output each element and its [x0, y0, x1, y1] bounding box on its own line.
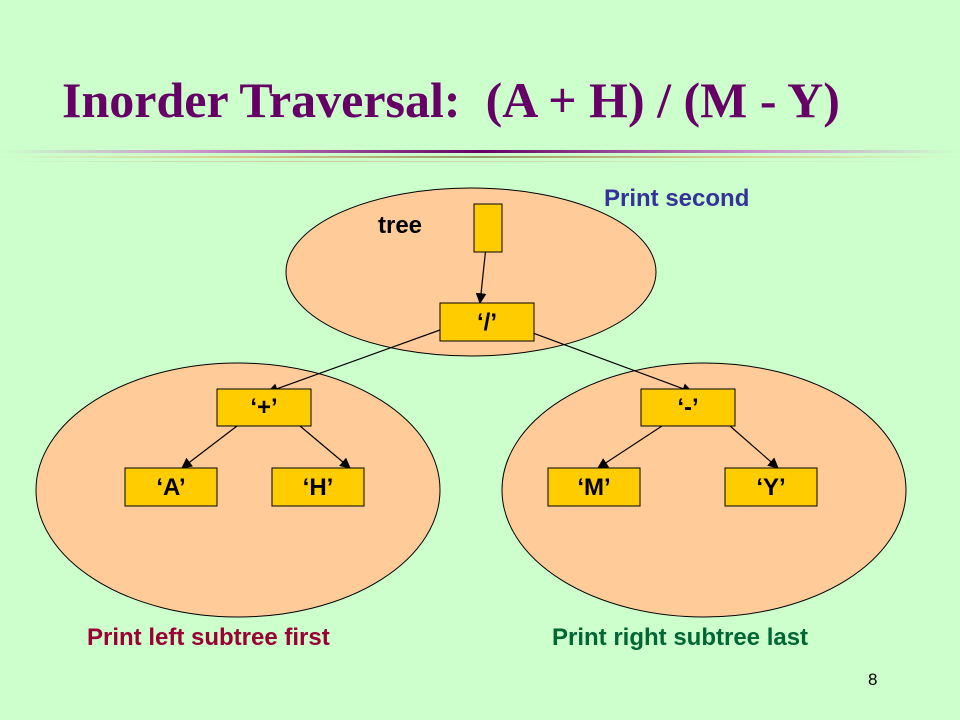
print-left-label: Print left subtree first: [87, 624, 330, 651]
node-minus-label: ‘-’: [677, 394, 698, 421]
page-number: 8: [868, 670, 878, 689]
print-second-label: Print second: [604, 185, 749, 212]
edge-minus-to-y: [729, 425, 779, 469]
node-a: ‘A’: [124, 467, 218, 507]
title-rule-middle: [0, 156, 960, 158]
root-ellipse: [285, 187, 657, 357]
node-h: ‘H’: [271, 467, 365, 507]
edge-minus-to-m: [597, 425, 663, 469]
node-m-label: ‘M’: [577, 474, 610, 501]
slide-title: Inorder Traversal: (A + H) / (M - Y): [62, 68, 840, 132]
node-plus: ‘+’: [216, 388, 312, 427]
node-root: ‘/’: [439, 302, 535, 342]
node-minus: ‘-’: [640, 388, 736, 427]
edge-root-to-plus: [266, 329, 441, 394]
print-right-label: Print right subtree last: [552, 624, 808, 651]
edge-plus-to-a: [181, 425, 238, 469]
title-expression: (A + H) / (M - Y): [485, 72, 840, 128]
node-m: ‘M’: [547, 467, 641, 507]
node-y: ‘Y’: [724, 467, 818, 507]
edge-plus-to-h: [299, 425, 351, 469]
title-lead: Inorder Traversal:: [62, 72, 461, 128]
right-subtree-ellipse: [501, 362, 907, 618]
title-rule-top: [0, 150, 960, 153]
left-subtree-ellipse: [35, 362, 441, 618]
tree-label: tree: [378, 212, 422, 239]
node-root-label: ‘/’: [477, 309, 497, 336]
node-h-label: ‘H’: [303, 474, 334, 501]
node-y-label: ‘Y’: [756, 474, 785, 501]
node-plus-label: ‘+’: [250, 394, 277, 421]
node-a-label: ‘A’: [156, 474, 185, 501]
title-rule-bottom: [0, 161, 960, 162]
tree-pointer-box: [473, 203, 503, 253]
edge-root-to-minus: [524, 329, 694, 394]
